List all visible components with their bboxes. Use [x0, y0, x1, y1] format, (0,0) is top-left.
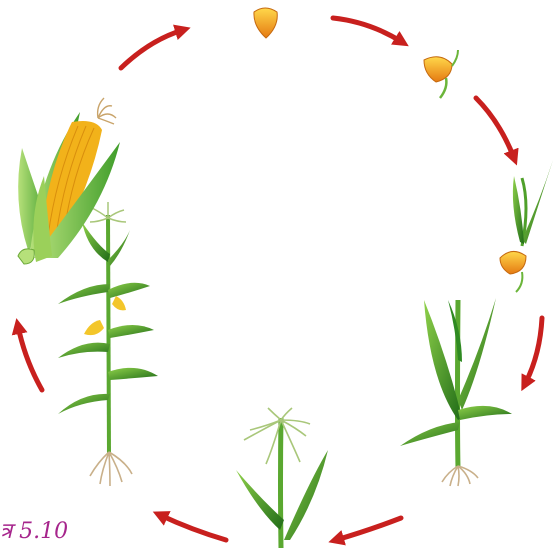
corn-cob-stage — [18, 98, 120, 264]
arrow-4 — [525, 318, 542, 384]
tassel — [244, 408, 310, 464]
arrow-5 — [336, 518, 401, 540]
arrow-7 — [18, 326, 42, 390]
arrow-6 — [160, 515, 226, 540]
seed-stage — [254, 8, 277, 38]
tasseling-plant-stage — [236, 408, 328, 548]
roots — [442, 466, 478, 486]
figure-caption: त्र 5.10 — [0, 518, 68, 546]
corn-silk — [98, 98, 116, 124]
germinating-seed-stage — [424, 50, 458, 98]
mature-roots — [90, 452, 132, 486]
arrow-1 — [121, 30, 183, 68]
arrow-2 — [333, 18, 402, 42]
seedling-stage — [500, 160, 553, 292]
mature-plant-stage — [58, 202, 158, 486]
arrow-3 — [476, 98, 514, 158]
young-plant-stage — [400, 298, 512, 486]
